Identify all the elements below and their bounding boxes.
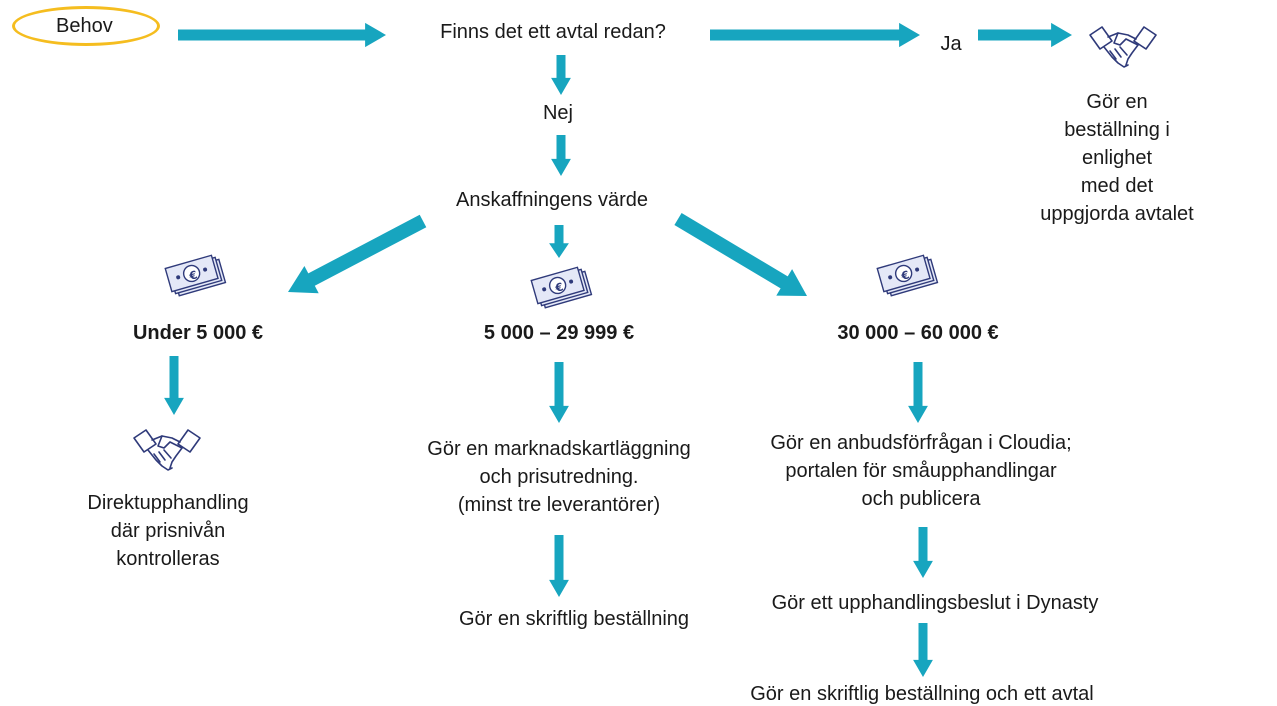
tier2-step-market-survey: Gör en marknadskartläggning och prisutre… <box>427 435 690 519</box>
step-line: Gör en anbudsförfrågan i Cloudia; <box>770 432 1072 454</box>
tier3-step-order-and-contract: Gör en skriftlig beställning och ett avt… <box>750 683 1094 705</box>
euro-banknotes-icon: € <box>530 266 593 309</box>
tier3-step-tender-request: Gör en anbudsförfrågan i Cloudia; portal… <box>770 429 1071 513</box>
handshake-icon <box>1089 26 1157 68</box>
tier-label-under-5000: Under 5 000 € <box>132 322 264 344</box>
arrow-survey-to-order <box>549 535 569 597</box>
arrow-tier2-to-survey <box>549 362 569 423</box>
no-label: Nej <box>542 102 574 124</box>
value-label: Anskaffningens värde <box>456 189 648 211</box>
arrow-behov-to-question <box>178 22 386 48</box>
tier1-step: Direktupphandling där prisnivån kontroll… <box>87 489 248 573</box>
step-line: portalen för småupphandlingar <box>785 460 1057 482</box>
step-line: Direktupphandling <box>87 492 249 514</box>
svg-text:€: € <box>187 268 199 283</box>
question-label: Finns det ett avtal redan? <box>440 21 666 43</box>
arrow-tier1-to-handshake <box>164 356 184 415</box>
start-label: Behov <box>56 15 113 37</box>
arrow-question-to-no <box>551 55 571 95</box>
yes-result-line: med det uppgjorda avtalet <box>1040 175 1194 225</box>
svg-text:€: € <box>899 268 911 283</box>
euro-banknotes-icon: € <box>164 254 227 297</box>
arrow-value-to-tier3 <box>674 213 807 296</box>
tier3-step-procurement-decision: Gör ett upphandlingsbeslut i Dynasty <box>771 592 1099 614</box>
step-line: och prisutredning. <box>479 466 639 488</box>
step-line: Gör en marknadskartläggning <box>427 438 691 460</box>
arrow-yes-to-handshake <box>978 22 1072 48</box>
arrow-no-to-value <box>551 135 571 176</box>
step-line: och publicera <box>861 488 981 510</box>
arrow-value-to-tier2 <box>549 225 569 258</box>
handshake-icon <box>133 429 201 471</box>
arrow-tender-to-decision <box>913 527 933 578</box>
tier2-step-written-order: Gör en skriftlig beställning <box>458 608 690 630</box>
step-line: där prisnivån <box>110 520 226 542</box>
svg-text:€: € <box>553 280 565 295</box>
yes-label: Ja <box>940 33 962 55</box>
tier-label-30000-60000: 30 000 – 60 000 € <box>837 322 999 344</box>
yes-result-line: Gör en beställning i enlighet <box>1064 91 1170 169</box>
step-line: (minst tre leverantörer) <box>457 494 661 516</box>
start-oval <box>12 6 160 46</box>
arrow-question-to-yes <box>710 22 920 48</box>
arrow-decision-to-order <box>913 623 933 677</box>
yes-result: Gör en beställning i enlighet med det up… <box>1037 88 1197 228</box>
arrow-tier3-to-tender <box>908 362 928 423</box>
arrow-value-to-tier1 <box>288 214 427 294</box>
tier-label-5000-29999: 5 000 – 29 999 € <box>483 322 635 344</box>
euro-banknotes-icon: € <box>876 254 939 297</box>
step-line: kontrolleras <box>116 548 220 570</box>
